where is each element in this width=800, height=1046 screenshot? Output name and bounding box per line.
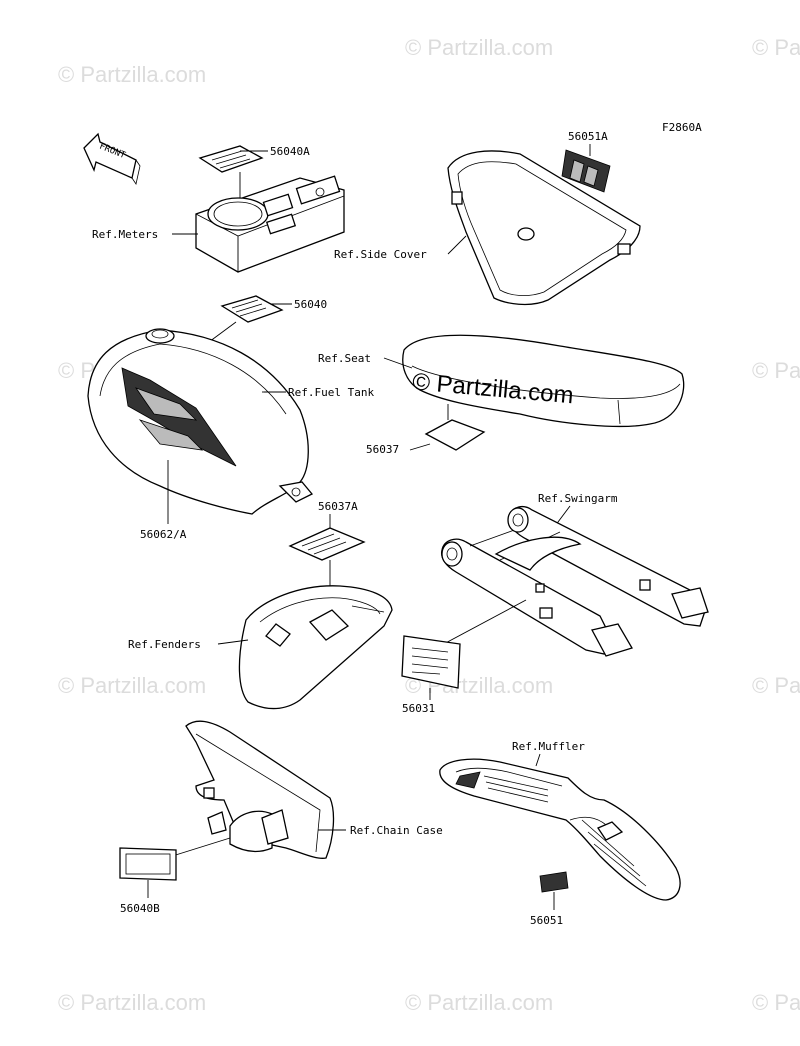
meters-part-label: 56040A — [270, 145, 310, 158]
diagram-code: F2860A — [662, 121, 702, 134]
watermark: © Partzilla.com — [752, 358, 800, 383]
watermark: © Partzilla.com — [58, 62, 206, 87]
fender-part: 56037A Ref.Fenders — [128, 500, 393, 710]
swingarm-ref-label: Ref.Swingarm — [538, 492, 618, 505]
chain-case-part-label: 56040B — [120, 902, 160, 915]
meters-part: 56040A Ref.Meters — [92, 145, 345, 273]
fuel-tank-part: 56040 Ref.Fuel Tank 56062/A — [87, 295, 374, 541]
seat-part-label: 56037 — [366, 443, 399, 456]
watermark: © Partzilla.com — [752, 673, 800, 698]
swingarm-part: Ref.Swingarm 56031 — [401, 492, 709, 715]
chain-case-decal — [119, 847, 177, 881]
watermark: © Partzilla.com — [58, 990, 206, 1015]
meters-ref-label: Ref.Meters — [92, 228, 158, 241]
tank-decal-part-label: 56062/A — [140, 528, 187, 541]
swingarm-decal — [401, 635, 461, 689]
watermark: © Partzilla.com — [752, 990, 800, 1015]
watermark: © Partzilla.com — [405, 35, 553, 60]
muffler-ref-label: Ref.Muffler — [512, 740, 585, 753]
watermark: © Partzilla.com — [752, 35, 800, 60]
watermark: © Partzilla.com — [405, 990, 553, 1015]
seat-decal — [424, 419, 486, 451]
watermark-layer: © Partzilla.com © Partzilla.com © Partzi… — [58, 35, 800, 1015]
swingarm-part-label: 56031 — [402, 702, 435, 715]
fenders-ref-label: Ref.Fenders — [128, 638, 201, 651]
fender-decal — [288, 527, 366, 561]
side-cover-part: 56051A Ref.Side Cover — [334, 130, 641, 306]
muffler-part-label: 56051 — [530, 914, 563, 927]
muffler-emblem — [539, 871, 569, 893]
seat-ref-label: Ref.Seat — [318, 352, 371, 365]
chain-case-ref-label: Ref.Chain Case — [350, 824, 443, 837]
meter-decal — [198, 145, 264, 173]
tank-decal — [220, 295, 284, 323]
fender-part-label: 56037A — [318, 500, 358, 513]
front-arrow-icon: FRONT — [83, 132, 141, 186]
chain-case-part: Ref.Chain Case 56040B — [119, 720, 443, 915]
fuel-tank-part-label: 56040 — [294, 298, 327, 311]
muffler-part: Ref.Muffler 56051 — [439, 740, 681, 927]
side-cover-ref-label: Ref.Side Cover — [334, 248, 427, 261]
watermark: © Partzilla.com — [58, 673, 206, 698]
fuel-tank-ref-label: Ref.Fuel Tank — [288, 386, 374, 399]
side-cover-part-label: 56051A — [568, 130, 608, 143]
